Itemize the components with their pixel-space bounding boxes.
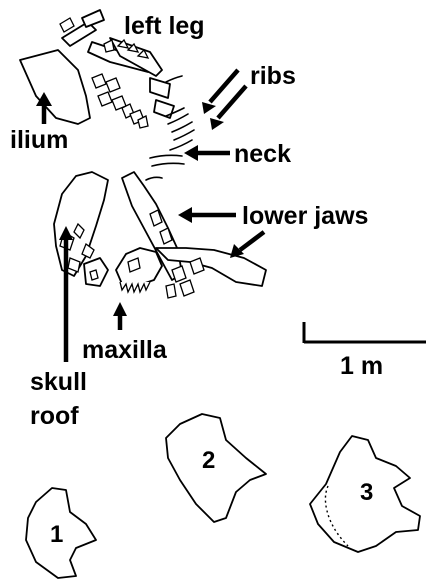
label-ilium: ilium [10,126,68,154]
footprint-1-number: 1 [50,521,63,548]
footprint-2-number: 2 [202,447,215,474]
label-maxilla: maxilla [82,336,168,364]
arrows-to-ribs [202,70,246,130]
label-lower-jaws: lower jaws [242,202,368,230]
arrow-to-neck [184,145,230,161]
neck-vertebrae [146,155,184,180]
scale-bar-label: 1 m [340,352,383,380]
footprint-2 [166,414,266,522]
vertebrae-row [92,74,148,128]
scale-bar [304,322,426,343]
arrow-to-lower-jaws-upper [178,207,236,223]
arrow-to-lower-jaws-lower [230,232,264,258]
ilium-bone [20,50,90,124]
label-roof: roof [30,402,79,430]
label-skull: skull [30,368,87,396]
skull-roof-bones [54,172,108,286]
footprint-3-number: 3 [360,479,373,506]
label-neck: neck [234,140,291,168]
maxilla-bone [116,248,162,292]
arrow-to-maxilla [113,302,127,330]
label-ribs: ribs [250,62,296,90]
label-left-leg: left leg [124,12,205,40]
